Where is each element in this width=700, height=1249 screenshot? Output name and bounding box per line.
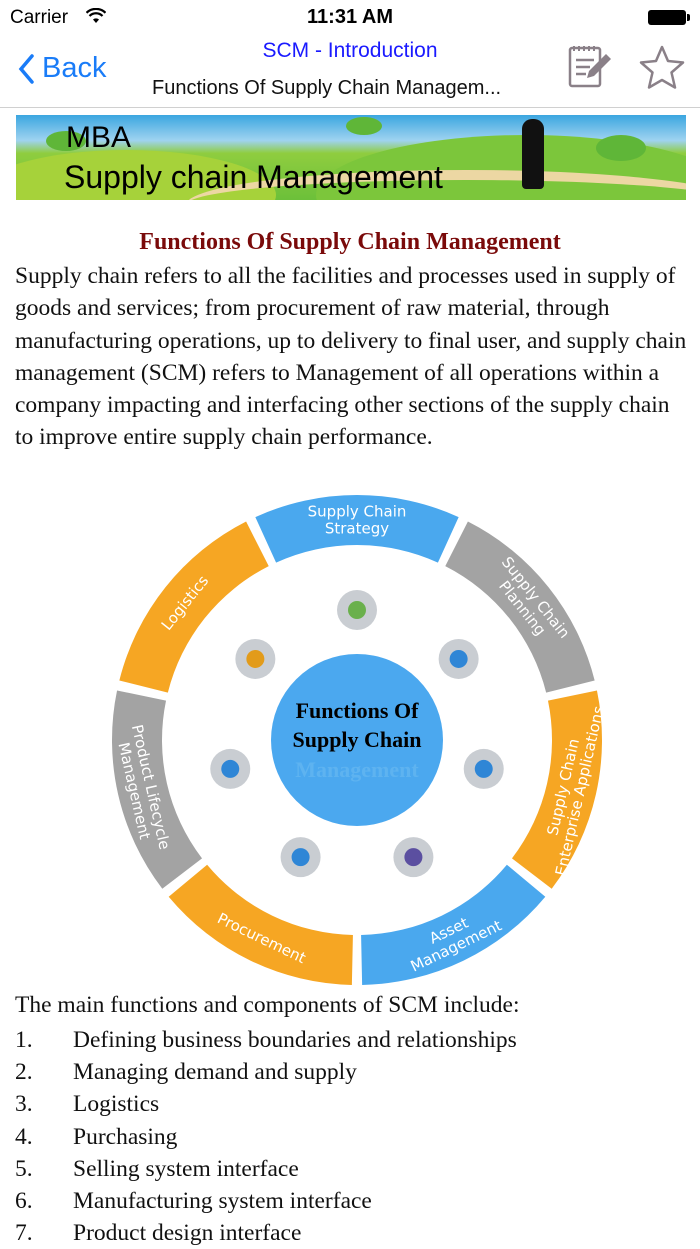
item-number: 3. xyxy=(15,1091,33,1118)
banner-line2: Supply chain Management xyxy=(64,159,443,195)
item-number: 7. xyxy=(15,1220,33,1247)
nav-subtitle: Functions Of Supply Chain Managem... xyxy=(152,77,502,99)
item-number: 6. xyxy=(15,1187,33,1214)
ring-segment xyxy=(168,864,353,985)
star-icon[interactable] xyxy=(638,44,686,95)
article-heading: Functions Of Supply Chain Management xyxy=(139,229,561,255)
list-item: 6. Manufacturing system interface xyxy=(15,1185,517,1217)
bar-chart-icon xyxy=(438,638,479,679)
notepad-edit-icon[interactable] xyxy=(566,42,614,95)
item-text: Selling system interface xyxy=(73,1155,299,1182)
list-item: 2. Managing demand and supply xyxy=(15,1056,517,1088)
article-paragraph: Supply chain refers to all the facilitie… xyxy=(15,263,687,451)
center-line1: Functions Of xyxy=(296,698,420,723)
item-number: 1. xyxy=(15,1027,33,1053)
item-text: Purchasing xyxy=(73,1123,178,1150)
list-intro: The main functions and components of SCM… xyxy=(15,992,520,1018)
banner-line1: MBA xyxy=(66,121,132,154)
status-bar: Carrier 11:31 AM xyxy=(0,0,700,36)
navigation-bar: Back SCM - Introduction Functions Of Sup… xyxy=(0,36,700,108)
ring-segment xyxy=(361,864,546,985)
globe-gear-icon xyxy=(210,748,251,789)
wifi-icon xyxy=(85,7,107,29)
item-text: Managing demand and supply xyxy=(73,1059,357,1086)
chevron-left-icon xyxy=(18,53,34,84)
scm-functions-diagram: Functions Of Supply Chain Management Sup… xyxy=(112,495,608,985)
item-text: Product design interface xyxy=(73,1220,302,1247)
chain-link-add-icon xyxy=(337,590,377,630)
item-number: 4. xyxy=(15,1123,33,1150)
list-item: 5. Selling system interface xyxy=(15,1153,517,1185)
banner-image: MBA Supply chain Management xyxy=(16,115,686,200)
list-item: 4. Purchasing xyxy=(15,1121,517,1153)
back-button[interactable]: Back xyxy=(18,52,106,85)
carrier-label: Carrier xyxy=(10,7,69,28)
ring-segment xyxy=(119,521,269,693)
gear-icon xyxy=(235,638,276,679)
ring-segment xyxy=(255,495,459,563)
item-number: 5. xyxy=(15,1155,33,1182)
list-item: 1. Defining business boundaries and relat… xyxy=(15,1024,517,1056)
ring-segment xyxy=(445,521,595,693)
item-text: Manufacturing system interface xyxy=(73,1187,372,1214)
wrench-icon xyxy=(393,837,434,878)
nav-title: SCM - Introduction xyxy=(262,39,438,62)
item-text: Defining business boundaries and relatio… xyxy=(73,1027,517,1053)
ring-segment xyxy=(112,690,203,889)
item-number: 2. xyxy=(15,1059,33,1086)
list-item: 7. Product design interface xyxy=(15,1217,517,1249)
center-circle xyxy=(271,654,443,826)
clock: 11:31 AM xyxy=(307,6,393,28)
ring-segment xyxy=(511,690,602,889)
functions-list: 1. Defining business boundaries and relat… xyxy=(15,1024,517,1249)
center-line2: Supply Chain xyxy=(292,727,421,752)
traveler-silhouette xyxy=(522,119,544,189)
battery-icon xyxy=(648,10,690,25)
center-line3: Management xyxy=(295,757,419,782)
gear-add-icon xyxy=(280,837,321,878)
list-item: 3. Logistics xyxy=(15,1088,517,1120)
item-text: Logistics xyxy=(73,1091,160,1118)
database-gear-icon xyxy=(463,748,504,789)
back-label: Back xyxy=(42,52,107,84)
